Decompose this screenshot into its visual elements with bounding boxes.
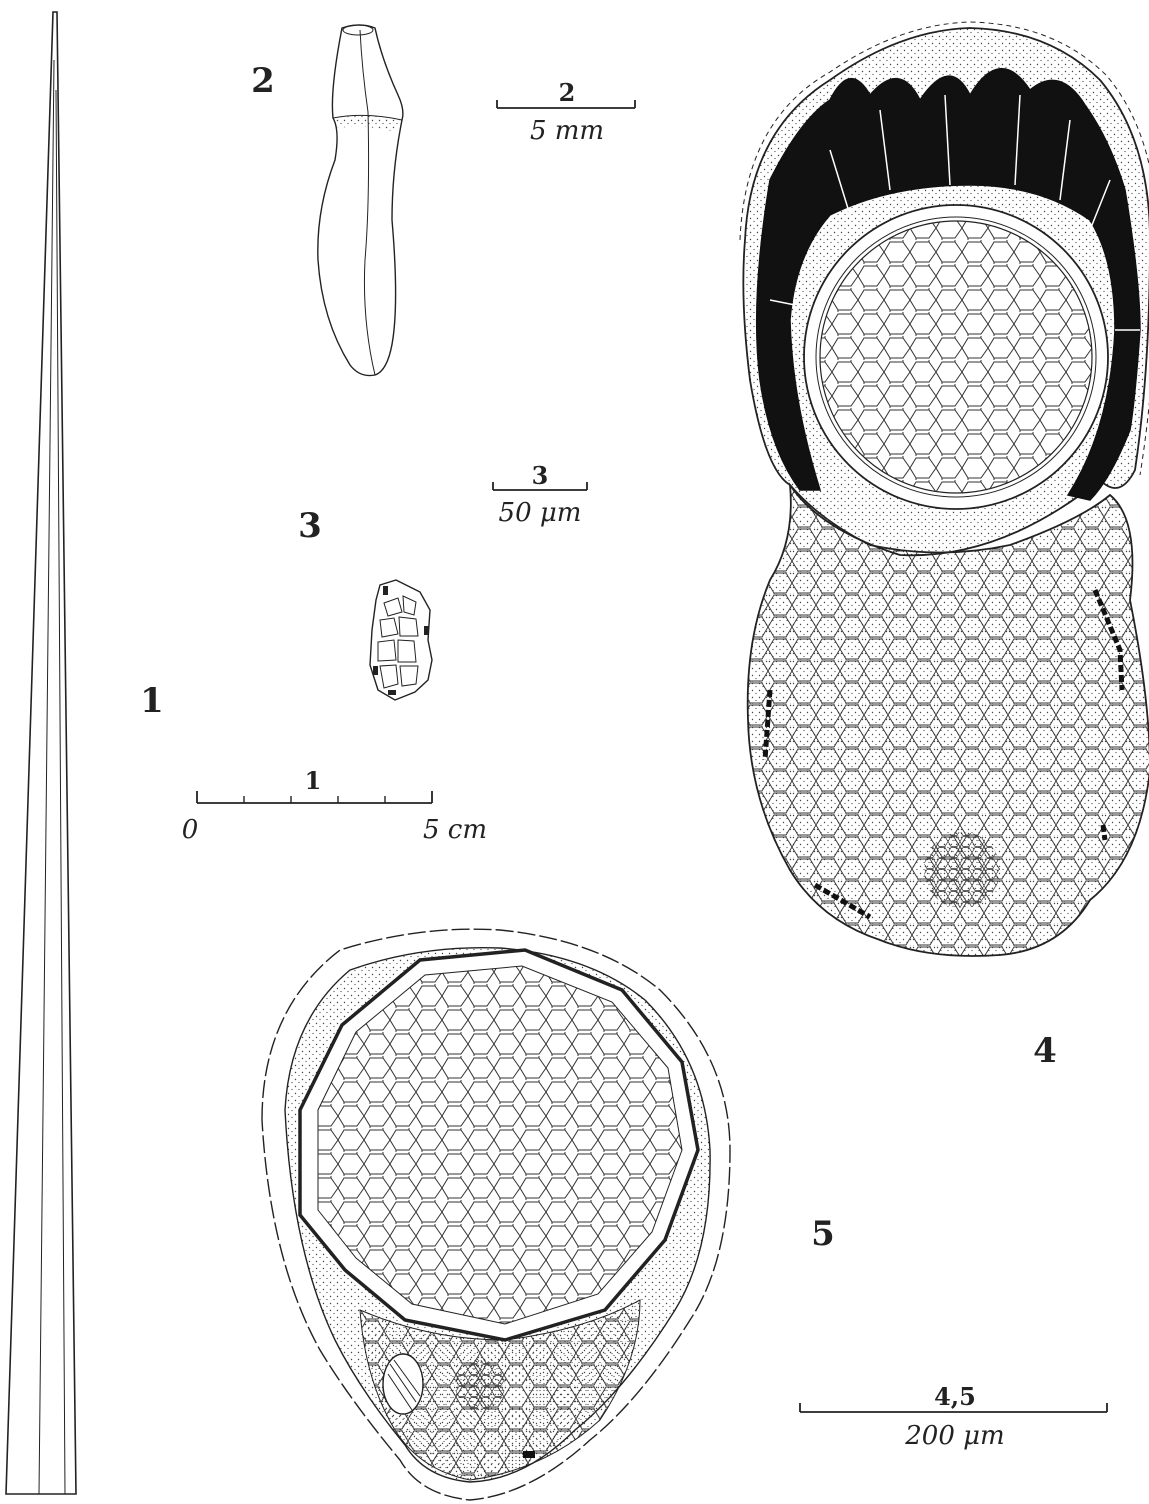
scale-bar-45-unit: 200 μm (904, 1421, 1004, 1451)
scale-bar-3: 3 50 μm (493, 461, 587, 528)
scale-bar-3-label: 3 (532, 461, 549, 490)
scale-bar-1-zero: 0 (182, 815, 199, 845)
scale-bar-1-label: 1 (305, 766, 322, 795)
scale-bar-2: 2 5 mm (497, 78, 635, 146)
figure-3-epidermis (370, 580, 432, 700)
figure-5-cross-section (262, 929, 730, 1500)
scale-bar-2-label: 2 (559, 78, 576, 107)
figure-2-label: 2 (251, 61, 275, 101)
scale-bar-3-unit: 50 μm (499, 498, 582, 528)
figure-1-label: 1 (140, 681, 164, 721)
figure-1-leaf (6, 12, 76, 1494)
scale-bar-45: 4,5 200 μm (800, 1382, 1107, 1451)
figure-4-label: 4 (1033, 1031, 1057, 1071)
scale-bar-1-unit: 5 cm (423, 815, 487, 845)
scale-bar-2-unit: 5 mm (530, 116, 604, 146)
scale-bar-1: 1 0 5 cm (182, 766, 487, 845)
figure-4-cross-section (740, 22, 1149, 956)
figure-5-label: 5 (811, 1214, 835, 1254)
scale-bar-45-label: 4,5 (934, 1382, 976, 1411)
figure-3-label: 3 (298, 506, 322, 546)
figure-2-seed (318, 25, 403, 376)
